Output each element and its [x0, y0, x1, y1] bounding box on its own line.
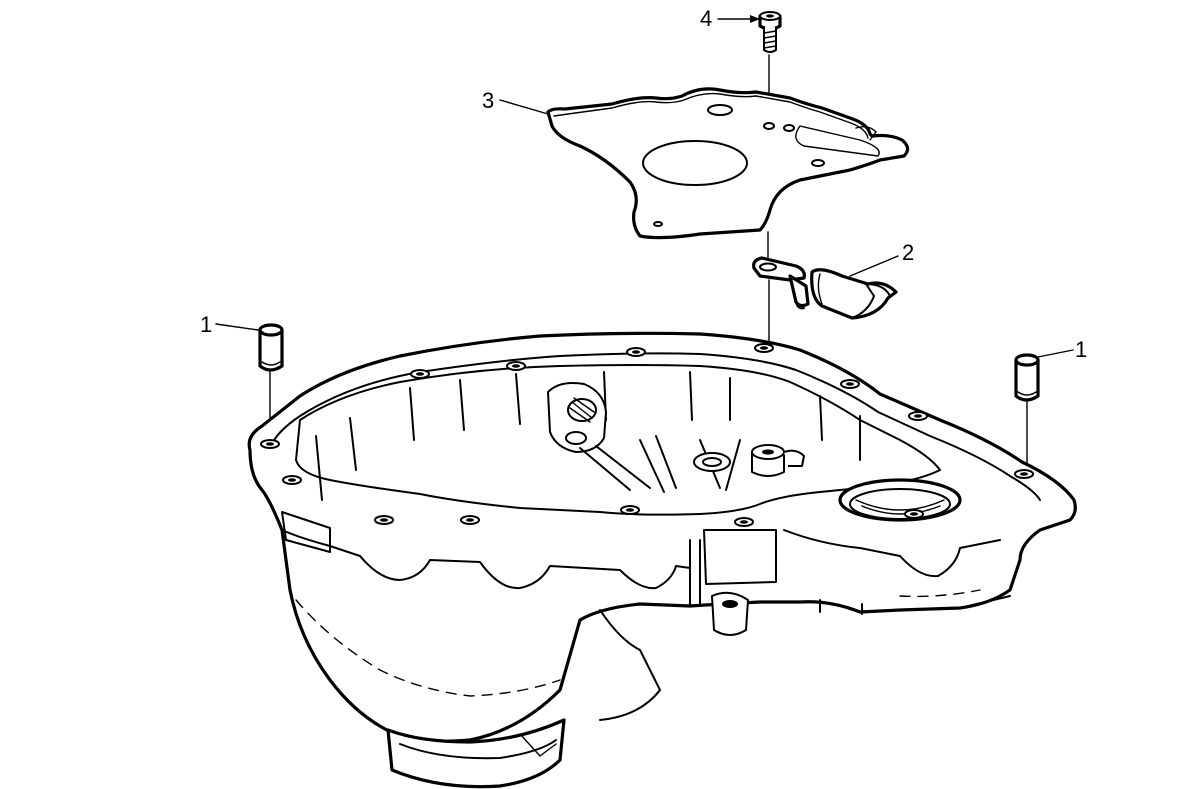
callout-2-label: 2 [902, 240, 914, 265]
dowel-pin-right [1014, 353, 1040, 475]
flange-bolt-holes [260, 343, 1034, 527]
leader-lines [215, 15, 1074, 358]
callout-3-label: 3 [482, 88, 494, 113]
callout-4-label: 4 [700, 6, 712, 31]
gasket-plate [546, 87, 910, 240]
callout-1-left-label: 1 [200, 312, 212, 337]
leader-2 [849, 255, 899, 277]
leader-1-right [1037, 349, 1074, 358]
leader-4-arrow [750, 15, 760, 23]
callout-1-right-label: 1 [1075, 337, 1087, 362]
dowel-pin-left [258, 323, 284, 441]
leader-3 [499, 99, 549, 115]
leader-1-left [215, 323, 259, 331]
transmission-case [247, 331, 1077, 789]
